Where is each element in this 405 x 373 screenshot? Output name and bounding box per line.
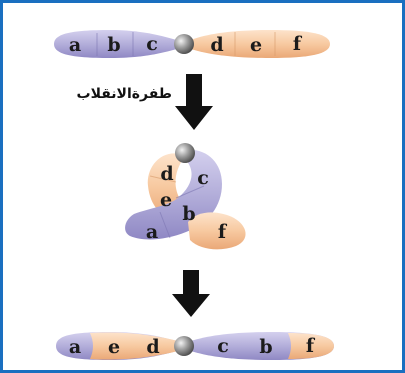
gene-label: e (250, 34, 262, 56)
looped-chromosome: d c e b a f (125, 143, 246, 250)
gene-label: f (306, 335, 316, 357)
gene-label: a (69, 336, 81, 358)
gene-label: d (210, 34, 223, 56)
gene-label: b (259, 336, 272, 358)
down-arrow-icon (175, 74, 213, 130)
inverted-segment (90, 332, 178, 360)
gene-label: c (217, 335, 229, 357)
original-chromosome: a b c d e f (54, 30, 330, 58)
tail-orange-arm (188, 212, 246, 250)
gene-label: a (146, 221, 158, 243)
gene-label: e (160, 189, 172, 211)
gene-label: f (218, 221, 228, 243)
gene-label: d (146, 336, 159, 358)
centromere (174, 34, 194, 54)
gene-label: c (146, 33, 158, 55)
down-arrow-icon (172, 270, 210, 317)
gene-label: b (107, 34, 120, 56)
chromosome-arm-left (54, 30, 180, 58)
inverted-chromosome: a e d c b f (56, 332, 334, 360)
gene-label: b (182, 203, 195, 225)
gene-label: c (197, 167, 209, 189)
gene-label: a (69, 34, 81, 56)
gene-label: f (293, 33, 303, 55)
gene-label: e (108, 336, 120, 358)
centromere (175, 143, 195, 163)
mutation-label: طفرةالانقلاب (76, 86, 173, 102)
centromere (174, 336, 194, 356)
chromosome-arm-right (188, 30, 330, 58)
gene-label: d (160, 163, 173, 185)
tail-segment (288, 333, 334, 359)
